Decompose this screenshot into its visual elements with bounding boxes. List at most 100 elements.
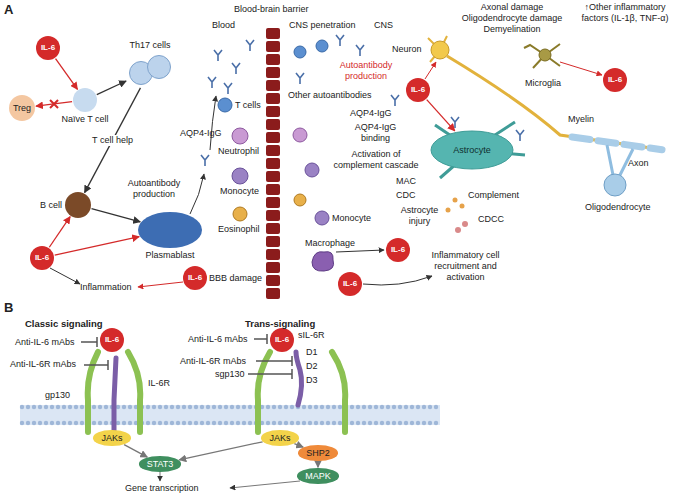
cell-membrane bbox=[398, 405, 402, 409]
cell-membrane bbox=[278, 405, 282, 409]
signal-ellipse: SHP2 bbox=[298, 445, 338, 460]
cell-membrane bbox=[326, 405, 330, 409]
node-label: Plasmablast bbox=[145, 250, 194, 260]
cell-membrane bbox=[350, 421, 354, 425]
cell-membrane bbox=[428, 421, 432, 425]
cell-membrane bbox=[128, 405, 132, 409]
astrocyte-shape bbox=[431, 131, 513, 169]
signal-ellipse: STAT3 bbox=[139, 456, 182, 471]
cell-membrane bbox=[158, 405, 162, 409]
cytokine-circle: IL-6 bbox=[100, 328, 124, 352]
panel-heading: Trans-signaling bbox=[245, 318, 315, 329]
cell-membrane bbox=[182, 405, 186, 409]
antibody-icons bbox=[451, 117, 459, 128]
cell-membrane bbox=[122, 421, 126, 425]
annotation-label: Activation of complement cascade bbox=[330, 149, 422, 171]
blood-brain-barrier bbox=[266, 158, 280, 169]
cell-membrane bbox=[266, 421, 270, 425]
cns-cells bbox=[294, 194, 306, 206]
annotation-label: D2 bbox=[306, 361, 318, 372]
annotation-label: MAC bbox=[396, 176, 416, 187]
annotation-label: CDC bbox=[396, 190, 416, 201]
cell-circle: Treg bbox=[9, 95, 35, 121]
annotation-label: Anti-IL-6R mAbs bbox=[10, 359, 76, 370]
cell-membrane bbox=[20, 405, 438, 425]
cell-membrane bbox=[422, 405, 426, 409]
cell-membrane bbox=[416, 405, 420, 409]
node-label: SHP2 bbox=[306, 448, 330, 458]
cell-membrane bbox=[194, 405, 198, 409]
cell-membrane bbox=[386, 405, 390, 409]
panel-letter: A bbox=[4, 2, 13, 18]
cell-membrane bbox=[152, 405, 156, 409]
cell-membrane bbox=[392, 421, 396, 425]
cytokine-circle: IL-6 bbox=[406, 78, 430, 102]
cell-membrane bbox=[266, 405, 270, 409]
node-label: IL-6 bbox=[105, 335, 119, 344]
node-label: JAKs bbox=[101, 433, 122, 443]
cell-membrane bbox=[308, 421, 312, 425]
cell-membrane bbox=[410, 405, 414, 409]
cell-membrane bbox=[38, 421, 42, 425]
blood-brain-barrier bbox=[266, 28, 280, 299]
annotation-label: Other autoantibodies bbox=[288, 90, 372, 101]
astrocyte-cell: Astrocyte bbox=[430, 130, 514, 170]
annotation-label: Myelin bbox=[568, 114, 594, 125]
cell-membrane bbox=[230, 421, 234, 425]
cytokine-circle: IL-6 bbox=[36, 36, 60, 60]
annotation-label: Anti-IL-6 mAbs bbox=[15, 337, 75, 348]
oligodendrocyte bbox=[604, 174, 626, 196]
il6r-receptor bbox=[114, 352, 302, 432]
cell-membrane bbox=[362, 405, 366, 409]
annotation-label: AQP4-IgG bbox=[180, 128, 222, 139]
annotation-label: sgp130 bbox=[215, 369, 245, 380]
process-arrows bbox=[560, 62, 602, 75]
inhibitor-symbols bbox=[81, 334, 292, 379]
annotation-label: Astrocyte injury bbox=[392, 205, 447, 227]
panel-letter: B bbox=[4, 300, 13, 316]
process-arrows bbox=[50, 268, 80, 284]
cell-membrane bbox=[332, 405, 336, 409]
arrow-connector bbox=[124, 445, 147, 458]
cell-membrane bbox=[104, 421, 108, 425]
annotation-label: CDCC bbox=[478, 214, 504, 225]
cell-membrane bbox=[284, 405, 288, 409]
cell-membrane bbox=[146, 421, 150, 425]
cell-membrane bbox=[302, 405, 306, 409]
cell-membrane bbox=[224, 405, 228, 409]
cell-membrane bbox=[92, 421, 96, 425]
complement-proteins bbox=[462, 221, 468, 227]
cns-cells bbox=[294, 46, 306, 58]
cell-membrane bbox=[20, 421, 24, 425]
process-arrows bbox=[190, 174, 204, 214]
cell-membrane bbox=[176, 421, 180, 425]
node-label: STAT3 bbox=[147, 459, 174, 469]
blood-brain-barrier bbox=[266, 236, 280, 247]
antibody-icons bbox=[232, 63, 240, 74]
cell-membrane bbox=[20, 405, 24, 409]
annotation-label: Monocyte bbox=[332, 213, 371, 224]
annotation-label: AQP4-IgG binding bbox=[348, 122, 403, 144]
annotation-label: CNS penetration bbox=[289, 20, 356, 31]
antibody-icons bbox=[201, 35, 524, 166]
antibody-icons bbox=[224, 83, 232, 94]
annotation-label: CNS bbox=[374, 20, 393, 31]
antibody-icons bbox=[201, 155, 209, 166]
cell-membrane bbox=[428, 405, 432, 409]
cell-membrane bbox=[290, 421, 294, 425]
blood-brain-barrier bbox=[266, 197, 280, 208]
blood-brain-barrier bbox=[266, 41, 280, 52]
cell-shape bbox=[127, 53, 173, 87]
antibody-icons bbox=[296, 73, 304, 84]
cell-membrane bbox=[62, 405, 66, 409]
cell-circle: B cell bbox=[65, 192, 91, 218]
node-label: JAKs bbox=[269, 433, 290, 443]
blood-brain-barrier bbox=[266, 106, 280, 117]
cell-membrane bbox=[80, 405, 84, 409]
antibody-icons bbox=[356, 45, 364, 56]
cell-membrane bbox=[356, 405, 360, 409]
cell-membrane bbox=[164, 405, 168, 409]
cell-membrane bbox=[230, 405, 234, 409]
cell-membrane bbox=[158, 421, 162, 425]
cell-membrane bbox=[362, 421, 366, 425]
